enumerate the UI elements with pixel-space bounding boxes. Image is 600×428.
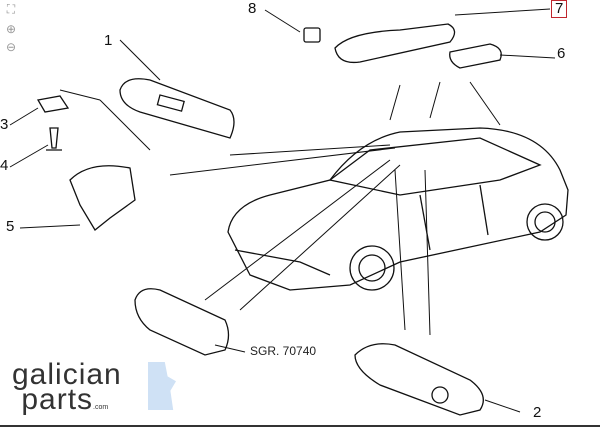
logo-line1: galician xyxy=(12,358,122,391)
callout-1: 1 xyxy=(104,32,113,49)
callout-6: 6 xyxy=(557,45,566,62)
callout-4: 4 xyxy=(0,157,9,174)
leader-lines xyxy=(9,8,556,413)
grab-handle-part-7 xyxy=(334,23,456,64)
galicianparts-logo: galician parts.com xyxy=(12,358,122,420)
callout-8: 8 xyxy=(248,0,257,17)
mount-part-5 xyxy=(69,165,136,231)
reference-label: SGR. 70740 xyxy=(250,344,317,358)
sun-visor-part-2 xyxy=(354,343,484,416)
callout-3: 3 xyxy=(0,116,9,133)
cover-part-6 xyxy=(449,43,502,69)
clip-part-8 xyxy=(303,27,321,43)
courtesy-lamp xyxy=(134,288,230,356)
callout-5: 5 xyxy=(6,218,15,235)
car-illustration xyxy=(227,127,569,291)
bracket-part-3 xyxy=(36,95,70,113)
sun-visor-part-1 xyxy=(119,78,235,139)
screw-part-4 xyxy=(46,127,62,151)
logo-suffix: .com xyxy=(93,404,109,411)
zoom-in-icon[interactable]: ⊕ xyxy=(5,22,17,36)
logo-line2: parts xyxy=(21,383,94,416)
bottom-border xyxy=(0,425,600,427)
fit-to-screen-icon[interactable]: ⛶ xyxy=(6,2,16,16)
callout-2: 2 xyxy=(533,404,542,421)
callout-7: 7 xyxy=(551,0,568,18)
zoom-out-icon[interactable]: ⊖ xyxy=(5,40,17,54)
